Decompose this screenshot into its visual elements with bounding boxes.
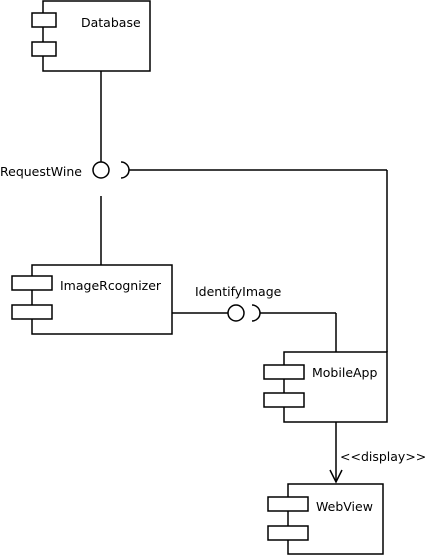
component-port-icon bbox=[263, 364, 305, 380]
image-recognizer-label: ImageRcognizer bbox=[60, 278, 162, 293]
web-view-component: WebView bbox=[267, 483, 384, 555]
component-port-icon bbox=[263, 392, 305, 408]
identify-image-label: IdentifyImage bbox=[195, 284, 282, 299]
request-wine-label: RequestWine bbox=[0, 164, 82, 179]
component-port-icon bbox=[11, 304, 53, 320]
identify-image-required-socket bbox=[251, 304, 261, 322]
mobile-app-label: MobileApp bbox=[312, 365, 377, 380]
mobile-app-component: MobileApp bbox=[263, 351, 388, 423]
request-wine-provided-interface bbox=[92, 161, 110, 179]
web-view-label: WebView bbox=[316, 499, 373, 514]
image-recognizer-component: ImageRcognizer bbox=[11, 264, 173, 335]
component-port-icon bbox=[31, 41, 57, 57]
component-port-icon bbox=[11, 275, 53, 291]
database-label: Database bbox=[81, 15, 141, 30]
display-stereotype-label: <<display>> bbox=[340, 449, 426, 464]
display-arrowhead-icon bbox=[329, 469, 343, 484]
identify-image-provided-interface bbox=[227, 304, 245, 322]
component-port-icon bbox=[267, 525, 309, 541]
component-port-icon bbox=[267, 496, 309, 512]
database-component: Database bbox=[31, 0, 151, 72]
request-wine-required-socket bbox=[120, 161, 130, 179]
component-port-icon bbox=[31, 12, 57, 28]
